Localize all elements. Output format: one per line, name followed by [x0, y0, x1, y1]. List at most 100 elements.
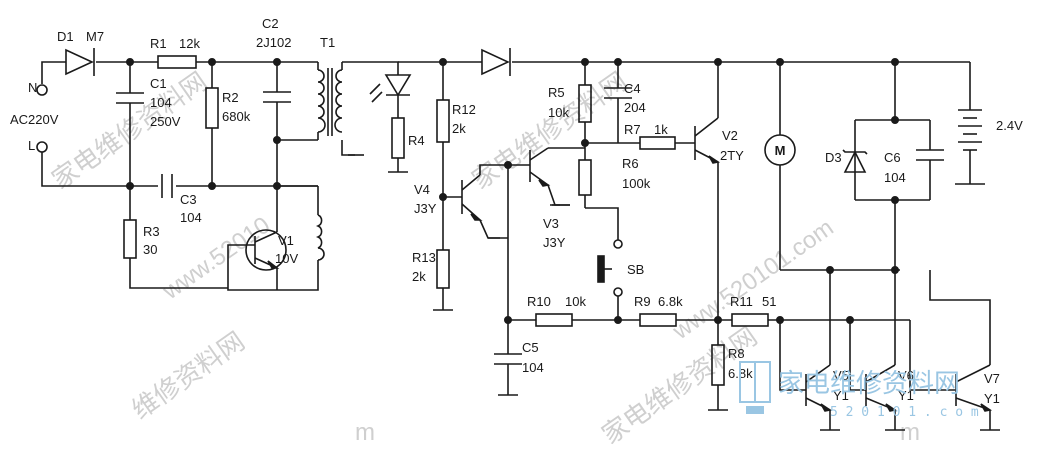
resistor-r12 — [436, 99, 450, 143]
label-r10: R10 — [527, 294, 551, 309]
capacitor-c5 — [494, 353, 522, 365]
label-r12-value: 2k — [452, 121, 466, 136]
label-r4: R4 — [408, 133, 425, 148]
transistor-v3 — [529, 147, 551, 187]
label-v4: V4 — [414, 182, 430, 197]
motor-m: M — [764, 134, 796, 166]
resistor-r4 — [391, 117, 405, 159]
resistor-r1 — [157, 55, 197, 69]
label-c3: C3 — [180, 192, 197, 207]
capacitor-c6 — [916, 149, 944, 161]
label-c5-value: 104 — [522, 360, 544, 375]
brand-text: 家电维修资料网 — [778, 369, 960, 399]
label-r9: R9 — [634, 294, 651, 309]
brand-url: 5 2 0 1 0 1 . c o m — [830, 405, 979, 420]
capacitor-c2 — [263, 91, 291, 103]
transistor-v5 — [805, 364, 833, 412]
resistor-r13 — [436, 249, 450, 289]
label-r7-value: 1k — [654, 122, 668, 137]
label-t1: T1 — [320, 35, 335, 50]
label-r13-value: 2k — [412, 269, 426, 284]
brand-watermark: 家电维修资料网 5 2 0 1 0 1 . c o m — [739, 361, 979, 420]
resistor-r5 — [578, 84, 592, 123]
diode-d3 — [842, 149, 868, 173]
transistor-v2 — [694, 117, 721, 164]
label-battery: 2.4V — [996, 118, 1023, 133]
label-c3-value: 104 — [180, 210, 202, 225]
capacitor-c3 — [161, 174, 173, 198]
motor-label: M — [775, 143, 786, 158]
label-r1-value: 12k — [179, 36, 200, 51]
terminal-l — [36, 141, 48, 153]
switch-sb — [597, 239, 623, 297]
label-r11: R11 — [730, 294, 753, 309]
battery — [958, 109, 982, 151]
label-c1: C1 — [150, 76, 167, 91]
book-logo-icon — [739, 361, 771, 414]
label-sb: SB — [627, 262, 644, 277]
component-labels: D1 M7 N AC220V L R1 12k C1 104 250V R2 6… — [10, 16, 1023, 406]
resistor-r8 — [711, 344, 725, 386]
transistor-v4 — [461, 174, 483, 221]
label-r6: R6 — [622, 156, 639, 171]
label-d1: D1 — [57, 29, 74, 44]
label-r1: R1 — [150, 36, 167, 51]
label-r12: R12 — [452, 102, 476, 117]
label-r2: R2 — [222, 90, 239, 105]
label-r9-value: 6.8k — [658, 294, 683, 309]
transistor-v1 — [245, 229, 287, 271]
label-v5-value: Y1 — [833, 388, 849, 403]
watermark-cn-3: 维修资料网 — [127, 327, 251, 426]
label-n: N — [28, 80, 37, 95]
label-r13: R13 — [412, 250, 436, 265]
diode-d1 — [65, 48, 95, 76]
resistor-r10 — [535, 313, 573, 327]
label-c5: C5 — [522, 340, 539, 355]
label-m7: M7 — [86, 29, 104, 44]
label-v3: V3 — [543, 216, 559, 231]
label-v1-value: 10V — [275, 251, 298, 266]
label-r10-value: 10k — [565, 294, 586, 309]
label-c1-value: 104 — [150, 95, 172, 110]
label-v7: V7 — [984, 371, 1000, 386]
resistor-r9 — [639, 313, 677, 327]
label-v4-value: J3Y — [414, 201, 437, 216]
label-v6: V6 — [898, 368, 914, 383]
label-v7-value: Y1 — [984, 391, 1000, 406]
transistor-v7 — [955, 364, 993, 412]
diode-d2 — [481, 48, 511, 76]
transformer-t1 — [316, 68, 343, 261]
label-v3-value: J3Y — [543, 235, 566, 250]
label-r11-value: 51 — [762, 294, 776, 309]
label-v2-value: 2TY — [720, 148, 744, 163]
resistor-r6 — [578, 159, 592, 196]
label-c6: C6 — [884, 150, 901, 165]
label-r5-value: 10k — [548, 105, 569, 120]
label-c6-value: 104 — [884, 170, 906, 185]
label-v5: V5 — [833, 368, 849, 383]
label-r2-value: 680k — [222, 109, 251, 124]
label-r8: R8 — [728, 346, 745, 361]
label-d3: D3 — [825, 150, 842, 165]
label-c2: C2 — [262, 16, 279, 31]
label-v6-value: Y1 — [898, 388, 914, 403]
watermark-url-3: m — [355, 419, 375, 446]
resistor-r11 — [731, 313, 769, 327]
led-indicator — [369, 74, 412, 103]
resistor-r7 — [639, 136, 676, 150]
watermark-url-4: m — [900, 419, 920, 446]
label-v1: V1 — [278, 233, 294, 248]
label-r3: R3 — [143, 224, 160, 239]
label-v2: V2 — [722, 128, 738, 143]
terminal-n — [36, 84, 48, 96]
label-c4-value: 204 — [624, 100, 646, 115]
transistor-v6 — [865, 364, 898, 412]
label-r3-value: 30 — [143, 242, 157, 257]
label-ac: AC220V — [10, 112, 59, 127]
capacitor-c4 — [604, 87, 632, 99]
junctions — [126, 57, 899, 324]
label-l: L — [28, 138, 35, 153]
label-c4: C4 — [624, 81, 641, 96]
label-r7: R7 — [624, 122, 641, 137]
label-r6-value: 100k — [622, 176, 651, 191]
